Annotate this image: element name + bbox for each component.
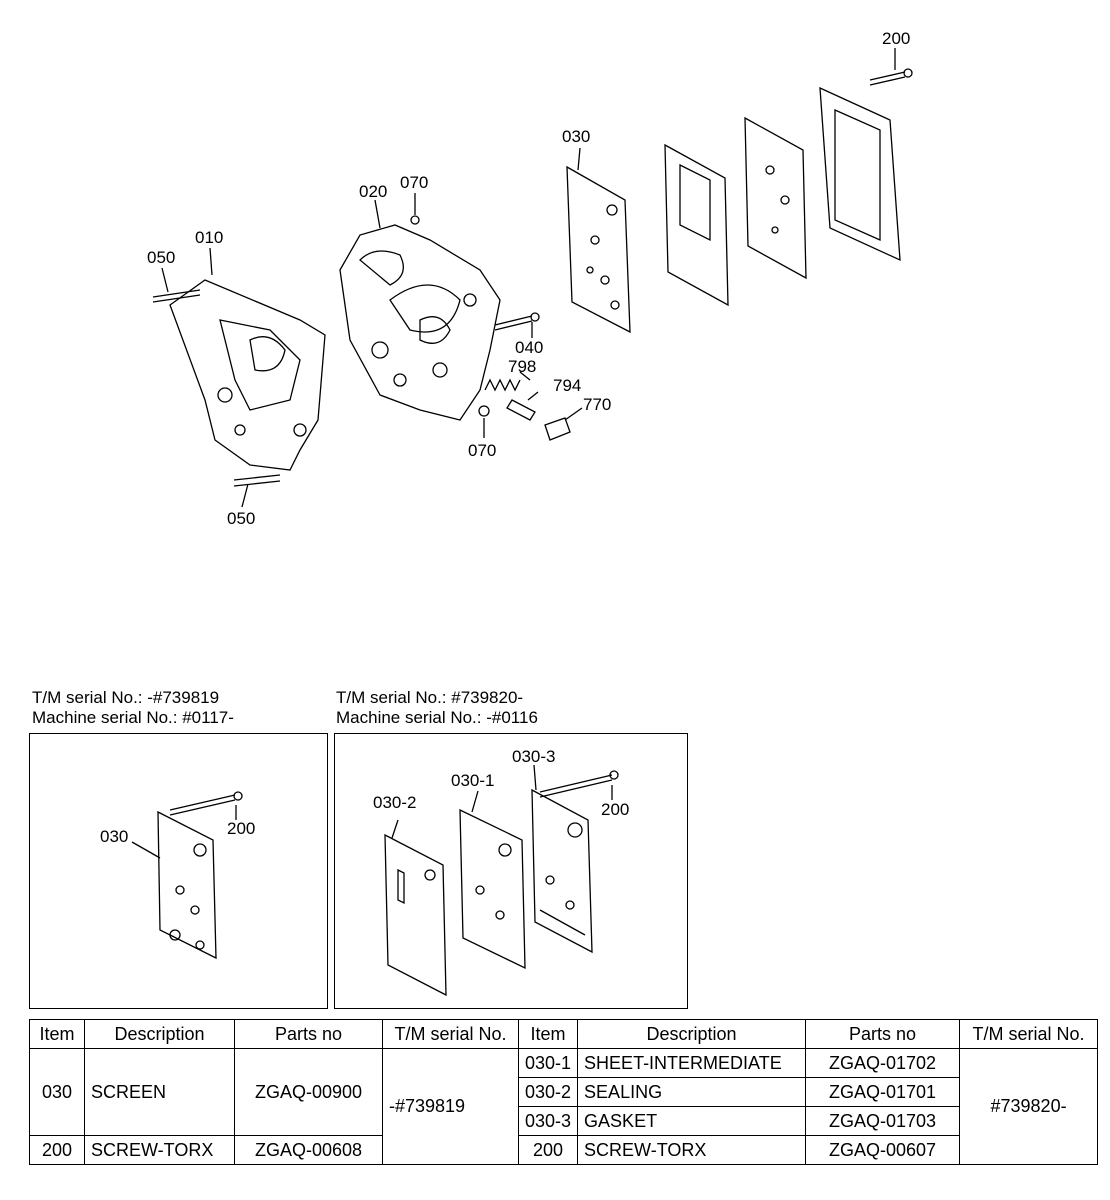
inset-left-box: [29, 733, 328, 1009]
cell-description: SEALING: [577, 1077, 807, 1107]
plate-stack-2: [744, 116, 807, 280]
callout-798: 798: [508, 357, 536, 376]
cell-item: 030-1: [517, 1048, 579, 1078]
part-030-screen: [566, 165, 631, 334]
cell-parts-no: ZGAQ-00607: [805, 1135, 961, 1165]
inset-030-3-plate: [531, 788, 593, 954]
inset-left-serial-line1: T/M serial No.: -#739819: [32, 688, 220, 707]
table-row: 030-3 GASKET ZGAQ-01703: [30, 1106, 1098, 1136]
cell-parts-no: ZGAQ-01701: [805, 1077, 961, 1107]
callout-050-top: 050: [147, 248, 175, 267]
cell-description: SCREW-TORX: [577, 1135, 807, 1165]
cell-item: 030-2: [517, 1077, 579, 1107]
inset-left-callout-200: 200: [227, 819, 255, 838]
exploded-parts-diagram: 200 030 020 070 010 050 040 798 794 770 …: [100, 29, 913, 997]
cell-parts-no: ZGAQ-01702: [805, 1048, 961, 1078]
part-040-bolt: [494, 315, 533, 331]
cell-description: GASKET: [577, 1106, 807, 1136]
part-798-spring: [484, 378, 521, 392]
part-050-stud-top: [152, 289, 201, 303]
header-parts-no-2: Parts no: [805, 1019, 961, 1049]
callout-770: 770: [583, 395, 611, 414]
callout-070-top: 070: [400, 173, 428, 192]
cell-item: 200: [517, 1135, 579, 1165]
header-tm-serial-2: T/M serial No.: [959, 1019, 1099, 1049]
cell-tm-serial: -#739819: [382, 1048, 519, 1165]
inset-callout-030-2: 030-2: [373, 793, 416, 812]
callout-050-bottom: 050: [227, 509, 255, 528]
cell-item: 030-3: [517, 1106, 579, 1136]
plate-stack-1: [664, 143, 729, 307]
cell-item: 030: [29, 1048, 85, 1136]
cell-item: 200: [29, 1135, 85, 1165]
cell-parts-no: ZGAQ-00608: [234, 1135, 383, 1165]
cell-tm-serial: #739820-: [959, 1048, 1099, 1165]
header-item-2: Item: [517, 1019, 579, 1049]
table-row: 030-2 SEALING ZGAQ-01701: [30, 1077, 1098, 1107]
inset-right-box: [334, 733, 688, 1009]
table-row: 030 SCREEN ZGAQ-00900 -#739819 030-1 SHE…: [29, 1048, 1099, 1165]
callout-040: 040: [515, 338, 543, 357]
table-row: 200 SCREW-TORX ZGAQ-00608 200 SCREW-TORX…: [29, 1135, 1098, 1165]
inset-030-2-plate: [384, 833, 447, 997]
part-200-screw: [869, 71, 906, 86]
table-header-row: Item Description Parts no T/M serial No.…: [29, 1019, 1099, 1049]
inset-030-1-plate: [459, 808, 526, 970]
cell-parts-no: ZGAQ-00900: [234, 1048, 383, 1136]
inset-right-serial-line2: Machine serial No.: -#0116: [336, 708, 538, 727]
callout-030: 030: [562, 127, 590, 146]
inset-left-serial-line2: Machine serial No.: #0117-: [32, 708, 234, 727]
callout-200: 200: [882, 29, 910, 48]
header-description-2: Description: [577, 1019, 807, 1049]
header-description: Description: [84, 1019, 235, 1049]
part-770-cap: [544, 417, 571, 441]
part-010-gasket: [169, 279, 326, 471]
part-050-stud-bottom: [233, 474, 281, 487]
callout-794: 794: [553, 376, 581, 395]
callout-010: 010: [195, 228, 223, 247]
header-parts-no: Parts no: [234, 1019, 383, 1049]
callout-070-bottom: 070: [468, 441, 496, 460]
parts-table: Item Description Parts no T/M serial No.…: [29, 1019, 1099, 1165]
plate-stack-3: [819, 86, 901, 262]
cell-parts-no: ZGAQ-01703: [805, 1106, 961, 1136]
inset-callout-030-3: 030-3: [512, 747, 555, 766]
part-020-valve-body: [339, 224, 501, 421]
callout-020: 020: [359, 182, 387, 201]
header-tm-serial: T/M serial No.: [382, 1019, 519, 1049]
inset-callout-030-1: 030-1: [451, 771, 494, 790]
inset-left-screen: [157, 810, 217, 960]
cell-description: SHEET-INTERMEDIATE: [577, 1048, 807, 1078]
header-item: Item: [29, 1019, 85, 1049]
part-794-plug: [506, 399, 536, 421]
inset-right-callout-200: 200: [601, 800, 629, 819]
cell-description: SCREW-TORX: [84, 1135, 235, 1165]
cell-description: SCREEN: [84, 1048, 235, 1136]
inset-left-callout-030: 030: [100, 827, 128, 846]
inset-right-serial-line1: T/M serial No.: #739820-: [336, 688, 524, 707]
